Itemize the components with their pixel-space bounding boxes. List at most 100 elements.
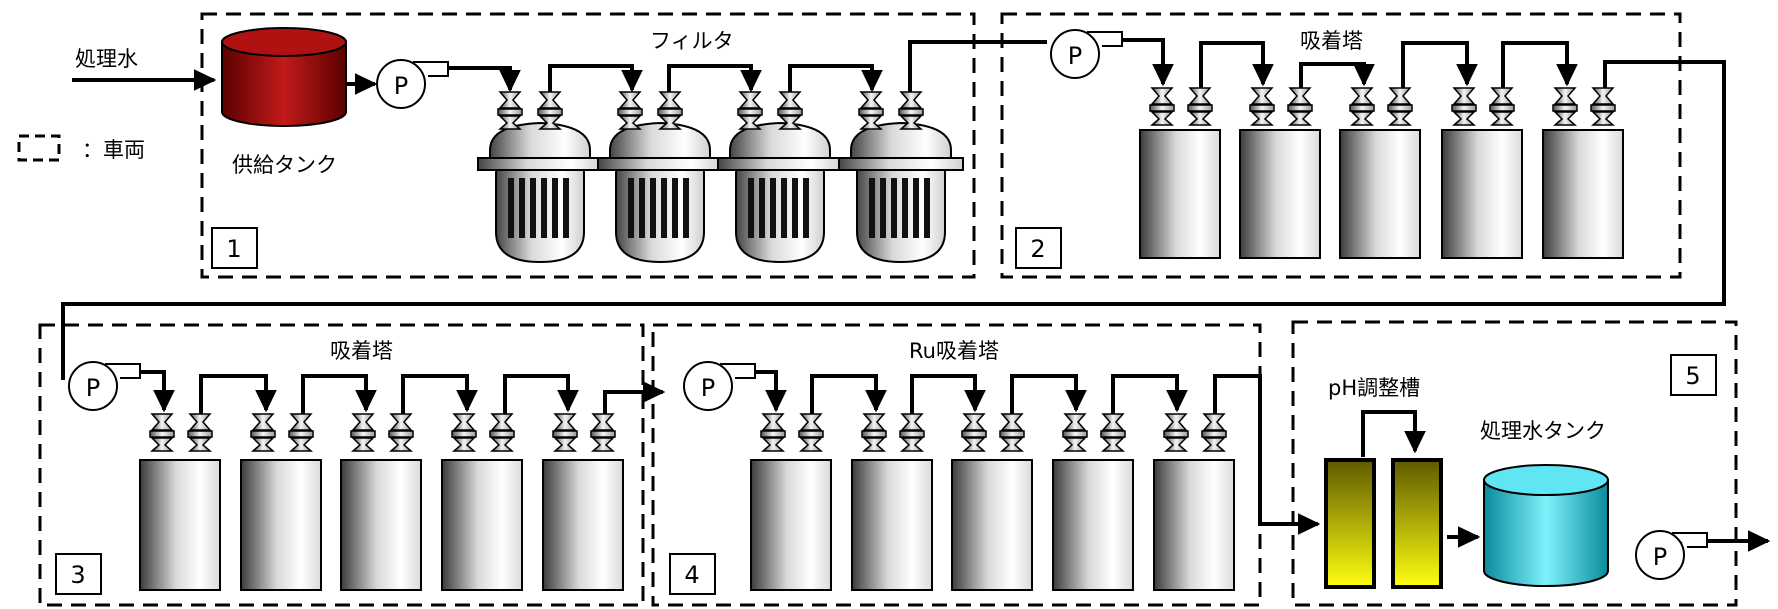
valve-icon bbox=[590, 413, 616, 452]
pump-icon bbox=[1050, 29, 1123, 79]
valve-icon bbox=[1163, 413, 1189, 452]
adsorption-column bbox=[1441, 129, 1523, 259]
adsorber-jumper-line bbox=[503, 374, 579, 416]
valve-icon bbox=[187, 413, 213, 452]
unit-number-box-2 bbox=[1015, 227, 1062, 269]
valve-icon bbox=[899, 413, 925, 452]
valve-icon bbox=[861, 413, 887, 452]
filter-jumper-line bbox=[788, 64, 883, 96]
adsorber-jumper-line bbox=[199, 374, 277, 416]
unit-number-box-5 bbox=[1670, 354, 1717, 396]
valve-icon bbox=[1149, 87, 1175, 126]
unit2-to-unit3-line bbox=[61, 60, 1726, 380]
valve-icon bbox=[388, 413, 414, 452]
unit-box-1 bbox=[200, 12, 976, 279]
ru-adsorber-jumper-line bbox=[910, 374, 986, 416]
adsorption-column bbox=[1339, 129, 1421, 259]
valve-icon bbox=[1349, 87, 1375, 126]
valve-icon bbox=[617, 91, 643, 130]
adsorber-jumper-line bbox=[1199, 41, 1274, 90]
pump-label: P bbox=[1653, 543, 1667, 571]
pump-label: P bbox=[1068, 42, 1082, 70]
adsorption-column bbox=[1139, 129, 1221, 259]
adsorption-column bbox=[340, 459, 422, 591]
ru-adsorber-jumper-line bbox=[1111, 374, 1188, 416]
valve-icon bbox=[737, 91, 763, 130]
filter-vessel bbox=[477, 121, 603, 264]
ru-adsorption-column bbox=[851, 459, 933, 591]
valve-icon bbox=[552, 413, 578, 452]
pump-label: P bbox=[701, 374, 715, 402]
unit4-to-ph-tank-arrow bbox=[1213, 374, 1321, 535]
treated-tank-label: 処理水タンク bbox=[1480, 419, 1606, 443]
pump-icon bbox=[1635, 530, 1708, 580]
ru-adsorption-column bbox=[750, 459, 832, 591]
ph-adjustment-tank bbox=[1324, 458, 1443, 589]
unit-number-box-4 bbox=[669, 553, 716, 595]
valve-icon bbox=[1489, 87, 1515, 126]
legend-dashed-box-icon bbox=[17, 134, 61, 162]
filter-to-pump2-line bbox=[908, 40, 1047, 96]
valve-icon bbox=[288, 413, 314, 452]
valve-icon bbox=[657, 91, 683, 130]
valve-icon bbox=[1590, 87, 1616, 126]
adsorption-column bbox=[441, 459, 523, 591]
pump-icon bbox=[683, 361, 756, 411]
pump1-to-filter-arrow bbox=[448, 66, 521, 93]
adsorber-jumper-line bbox=[1501, 41, 1578, 90]
valve-icon bbox=[858, 91, 884, 130]
ph-tank-label: pH調整槽 bbox=[1328, 376, 1420, 400]
filter-jumper-line bbox=[667, 64, 762, 96]
adsorber-label-unit3: 吸着塔 bbox=[330, 339, 393, 363]
adsorber-jumper-line bbox=[1299, 62, 1375, 90]
adsorber-jumper-line bbox=[301, 374, 377, 416]
valve-icon bbox=[489, 413, 515, 452]
valve-icon bbox=[777, 91, 803, 130]
pump-label: P bbox=[394, 72, 408, 100]
adsorber-jumper-line bbox=[1401, 41, 1478, 90]
valve-icon bbox=[760, 413, 786, 452]
valve-icon bbox=[1387, 87, 1413, 126]
valve-icon bbox=[350, 413, 376, 452]
unit-number-box-1 bbox=[211, 227, 258, 269]
pump-label: P bbox=[86, 374, 100, 402]
valve-icon bbox=[1062, 413, 1088, 452]
adsorption-column bbox=[542, 459, 624, 591]
filter-vessel bbox=[597, 121, 723, 264]
pump2-to-adsorber-arrow bbox=[1108, 38, 1174, 87]
adsorption-column bbox=[1542, 129, 1624, 259]
ph-tank-jumper-line bbox=[1361, 410, 1426, 457]
unit-number-boxes bbox=[55, 227, 1717, 595]
ru-adsorber-jumper-line bbox=[1010, 374, 1087, 416]
unit-number-1: 1 bbox=[226, 235, 241, 263]
unit-number-box-3 bbox=[55, 553, 102, 595]
valve-icon bbox=[1552, 87, 1578, 126]
valve-icon bbox=[1249, 87, 1275, 126]
unit-box-2 bbox=[1000, 12, 1682, 279]
adsorption-column bbox=[139, 459, 221, 591]
valve-icon bbox=[497, 91, 523, 130]
unit-number-2: 2 bbox=[1030, 235, 1045, 263]
adsorption-column bbox=[1239, 129, 1321, 259]
flow-lines bbox=[61, 38, 1771, 552]
valve-icon bbox=[1100, 413, 1126, 452]
unit-box-3 bbox=[38, 323, 645, 607]
filter-label: フィルタ bbox=[650, 29, 734, 53]
ru-adsorber-label: Ru吸着塔 bbox=[909, 339, 999, 363]
valve-icon bbox=[1201, 413, 1227, 452]
filter-vessel bbox=[717, 121, 843, 264]
treated-water-tank bbox=[1483, 464, 1609, 587]
valve-icon bbox=[250, 413, 276, 452]
unit-number-3: 3 bbox=[70, 561, 85, 589]
valve-icon bbox=[898, 91, 924, 130]
valve-icon bbox=[1187, 87, 1213, 126]
unit3-to-pump4-arrow bbox=[603, 381, 666, 416]
valve-icon bbox=[798, 413, 824, 452]
filter-vessel bbox=[838, 121, 964, 264]
adsorber-jumper-line bbox=[401, 374, 478, 416]
valve-icon bbox=[451, 413, 477, 452]
valve-icon bbox=[149, 413, 175, 452]
adsorber-label-unit2: 吸着塔 bbox=[1300, 29, 1363, 53]
unit-number-4: 4 bbox=[684, 561, 699, 589]
